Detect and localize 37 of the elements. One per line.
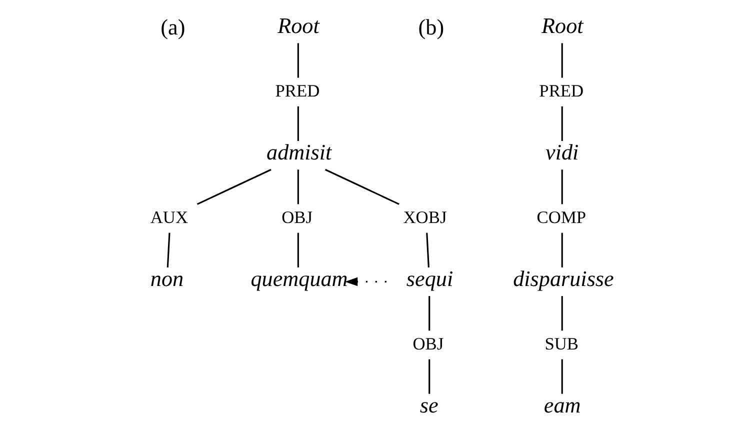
connector [297, 106, 299, 141]
connector [297, 43, 299, 78]
node-text: XOBJ [403, 208, 447, 227]
connector [196, 168, 272, 205]
node-text: COMP [536, 208, 586, 227]
connector [166, 232, 170, 268]
connector [561, 232, 563, 268]
node-text: OBJ [282, 208, 312, 227]
connector [297, 170, 299, 204]
connector [324, 168, 400, 205]
node-text: non [150, 266, 184, 291]
node-text: OBJ [412, 334, 444, 354]
node-text: SUB [544, 334, 579, 354]
connector [561, 43, 563, 78]
node-text: eam [544, 392, 581, 418]
label: (a) [160, 14, 186, 40]
connector [297, 232, 299, 268]
node-text: Root [542, 13, 584, 38]
node-text: sequi [406, 266, 454, 291]
connector [561, 170, 563, 204]
node-text: disparuisse [513, 266, 614, 291]
connector [561, 296, 563, 331]
node-text: admisit [266, 140, 332, 165]
connector [428, 296, 430, 331]
node-text: se [420, 392, 438, 418]
node-text: PRED [275, 81, 320, 100]
node-text: quemquam [250, 266, 348, 291]
connector [426, 232, 430, 268]
node-text: AUX [150, 208, 188, 227]
node-text: Root [278, 13, 320, 38]
node-text: PRED [539, 81, 584, 100]
connector [561, 359, 563, 394]
arrow [344, 277, 386, 286]
connector [561, 106, 563, 141]
node-text: vidi [546, 140, 579, 165]
label: (b) [418, 14, 444, 40]
connector [428, 359, 430, 394]
